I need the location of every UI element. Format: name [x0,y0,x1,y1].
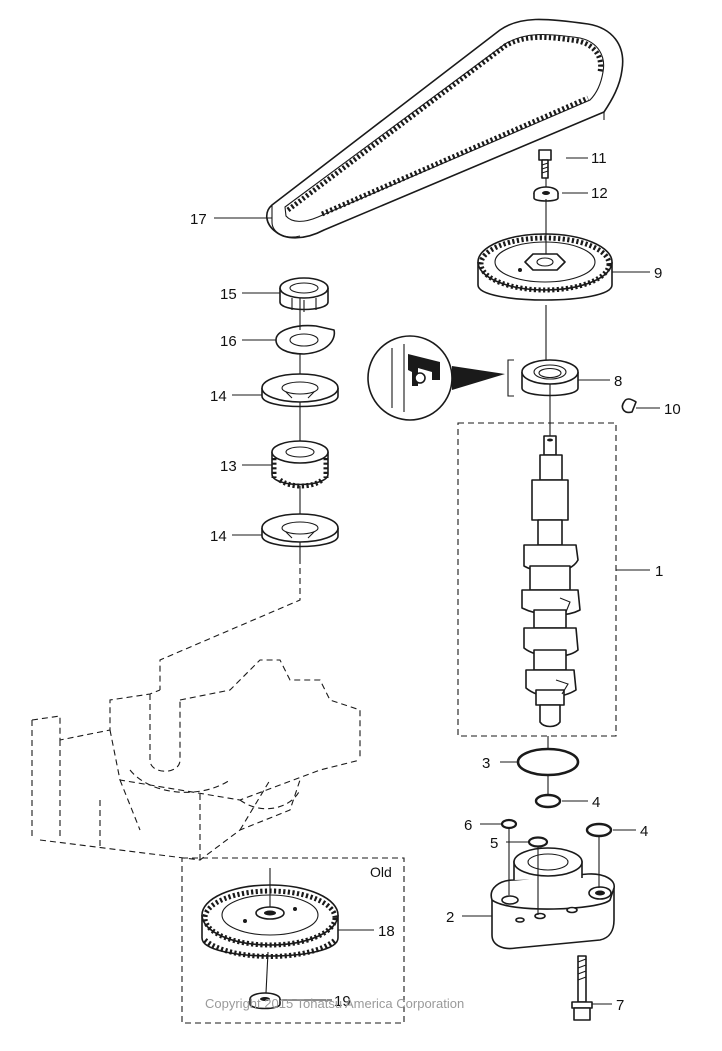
flange-bolt [571,955,593,1021]
old-camshaft-pulley [201,884,339,959]
callout-5: 5 [490,835,498,852]
callout-19: 19 [334,993,351,1010]
camshaft-pulley [477,233,613,301]
callout-15: 15 [220,286,237,303]
nut-15 [279,277,329,312]
callout-17: 17 [190,211,207,228]
callout-12: 12 [591,185,608,202]
callout-14a: 14 [210,388,227,405]
callout-2: 2 [446,909,454,926]
camshaft-housing [490,847,615,950]
leader-lines [214,157,660,1005]
o-ring-5 [527,836,549,848]
o-ring-4a [534,793,562,809]
lock-washer-16 [275,324,336,355]
engine-block-outline [31,558,361,861]
o-ring-4b [585,822,613,838]
callout-9: 9 [654,265,662,282]
callout-4b: 4 [640,823,648,840]
o-ring-3 [516,747,580,777]
callout-10: 10 [664,401,681,418]
inset-label-old: Old [370,864,392,880]
callout-6: 6 [464,817,472,834]
callout-11: 11 [591,150,607,167]
plate-14-upper [261,373,339,408]
camshaft [457,422,617,737]
callout-13: 13 [220,458,237,475]
callout-3: 3 [482,755,490,772]
callout-8: 8 [614,373,622,390]
callout-14b: 14 [210,528,227,545]
crank-sprocket [271,440,329,489]
woodruff-key [621,398,637,414]
callout-7: 7 [616,997,624,1014]
callout-1: 1 [655,563,663,580]
timing-belt [266,18,624,239]
washer-12 [533,186,559,202]
bolt-11 [538,149,552,179]
callout-labels: 11 12 9 8 10 1 3 4 4 6 5 2 7 17 15 16 14… [190,150,681,1014]
oil-seal [521,359,579,397]
copyright-watermark: Copyright 2015 Tohatsu America Corporati… [205,996,464,1011]
o-ring-6 [500,818,518,830]
callout-18: 18 [378,923,395,940]
seal-detail-inset [367,335,514,421]
callout-16: 16 [220,333,237,350]
old-washer [249,992,281,1010]
callout-4a: 4 [592,794,600,811]
plate-14-lower [261,513,339,548]
old-parts-inset [181,857,405,1024]
